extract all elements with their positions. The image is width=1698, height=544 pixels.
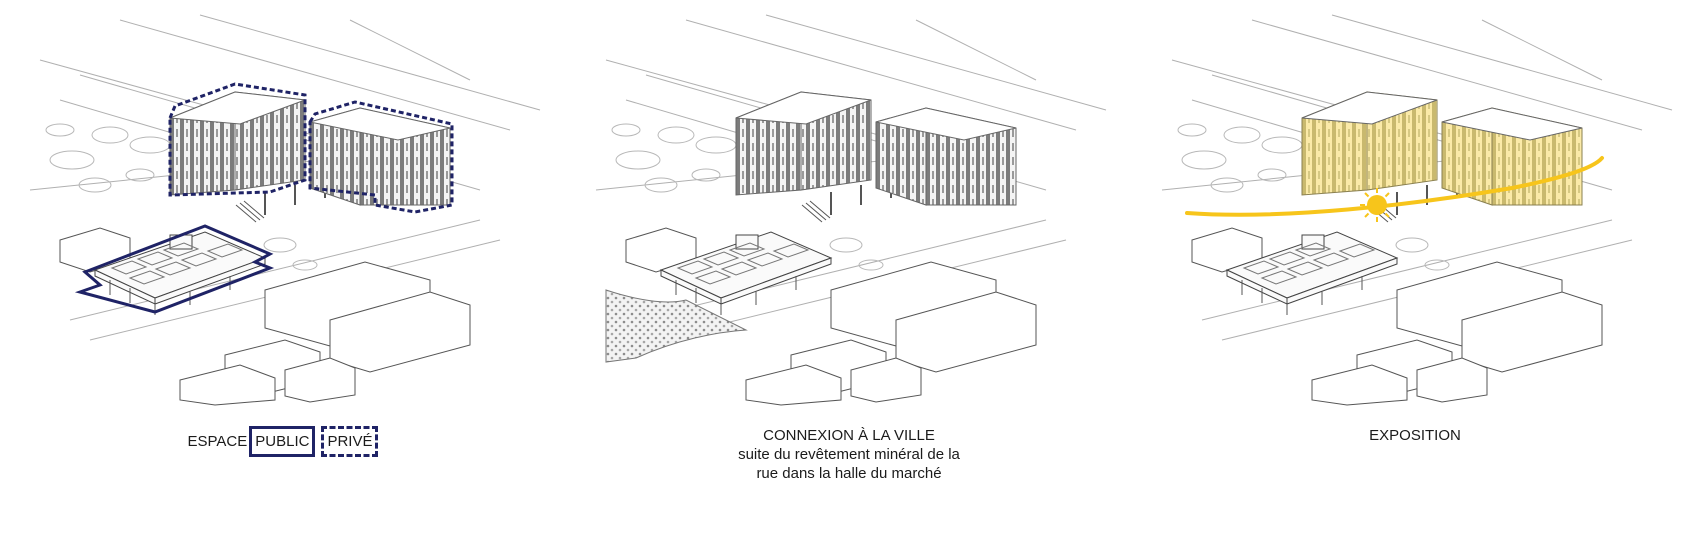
sun-path-arc <box>1185 156 1604 217</box>
axonometric-diagram-exposure <box>1161 14 1673 406</box>
panel-city-connection: CONNEXION À LA VILLE suite du revêtement… <box>566 0 1132 544</box>
caption-line-2: suite du revêtement minéral de la <box>738 446 960 463</box>
panel-public-private: ESPACE PUBLIC PRIVÉ <box>0 0 566 544</box>
caption-line-3: rue dans la halle du marché <box>756 465 942 482</box>
street-paving <box>605 289 748 363</box>
caption-exposure: EXPOSITION <box>1132 426 1698 445</box>
caption-prefix: ESPACE <box>187 433 248 450</box>
caption-title: EXPOSITION <box>1369 427 1461 444</box>
axonometric-diagram-city-connection <box>595 14 1107 406</box>
private-space-outline <box>168 82 454 214</box>
caption-city-connection: CONNEXION À LA VILLE suite du revêtement… <box>566 426 1132 483</box>
sun-icon <box>1360 188 1394 222</box>
axonometric-diagram-public-private <box>29 14 541 406</box>
caption-public-private: ESPACE PUBLIC PRIVÉ <box>0 426 566 457</box>
legend-private: PRIVÉ <box>321 426 379 457</box>
legend-public: PUBLIC <box>249 426 316 457</box>
caption-title: CONNEXION À LA VILLE <box>763 427 935 444</box>
panel-exposure: EXPOSITION <box>1132 0 1698 544</box>
public-space-outline <box>74 224 275 314</box>
